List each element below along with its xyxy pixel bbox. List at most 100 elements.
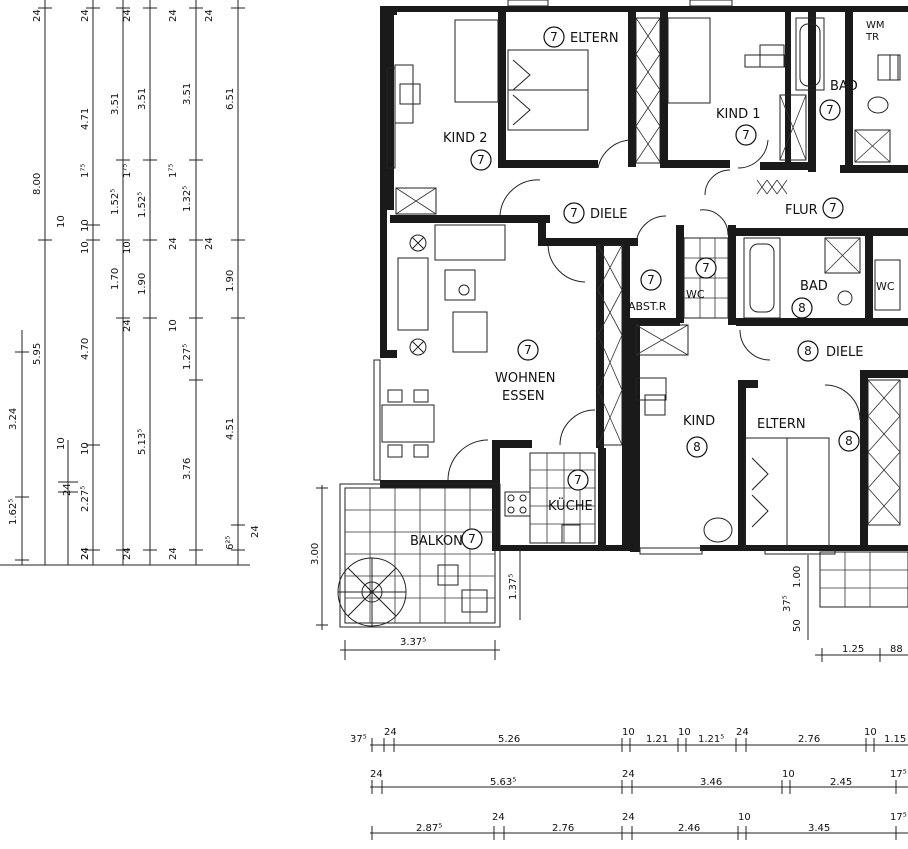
- dim-left-5-b: 1.52⁵: [110, 189, 121, 215]
- dim-b2-2: 5.63⁵: [490, 777, 516, 788]
- num-eltern8: 8: [845, 434, 853, 448]
- dim-top-6: 1⁷⁵: [122, 164, 133, 178]
- dim-top-4: 24: [168, 9, 179, 22]
- bottom-dimension-lines: 37⁵ 24 5.26 10 1.21 10 1.21⁵ 24 2.76 10 …: [350, 727, 908, 840]
- dim-left-5-a: 3.51: [110, 93, 121, 115]
- dim-left-8-c: 4.51: [225, 418, 236, 440]
- dim-right-b: 50: [792, 619, 803, 632]
- dim-top-7: 1⁷⁵: [168, 164, 179, 178]
- dim-bot-24a: 24: [80, 547, 91, 560]
- label-kind8: KIND: [683, 414, 715, 429]
- dim-left-5-c: 1.70: [110, 268, 121, 290]
- dim-b3-8: 17⁵: [890, 812, 907, 823]
- num-flur7: 7: [829, 201, 837, 215]
- dim-b1-11: 1.15: [884, 734, 906, 745]
- dim-left-8-e: 24: [250, 525, 261, 538]
- dim-b2-7: 17⁵: [890, 769, 907, 780]
- dim-left-8-b: 1.90: [225, 270, 236, 292]
- dim-left-6-d: 3.76: [182, 458, 193, 480]
- dim-balcony-depth: 1.37⁵: [508, 574, 519, 600]
- label-diele7: DIELE: [590, 207, 628, 222]
- dim-top-2: 24: [80, 9, 91, 22]
- room-labels: KIND 2 7 7 ELTERN KIND 1 7 BAD 7 WM TR 7…: [410, 20, 895, 550]
- num-wohnen7: 7: [524, 343, 532, 357]
- num-eltern7: 7: [550, 30, 558, 44]
- dim-b1-10: 10: [864, 727, 877, 738]
- walls: [380, 6, 908, 552]
- label-wm: WM: [866, 20, 885, 31]
- dim-b2-4: 3.46: [700, 777, 722, 788]
- label-eltern7: ELTERN: [570, 31, 619, 46]
- label-kind2: KIND 2: [443, 131, 488, 146]
- num-kueche7: 7: [574, 473, 582, 487]
- dim-left-2-a: 8.00: [32, 173, 43, 195]
- dim-left-6-c: 1.90: [137, 273, 148, 295]
- label-bad8: BAD: [800, 279, 828, 294]
- dim-left-7-c: 1.27⁵: [182, 344, 193, 370]
- dim-left-3-a: 10: [56, 437, 67, 450]
- dim-b1-7: 1.21⁵: [698, 734, 724, 745]
- dim-mid-24c: 24: [204, 237, 215, 250]
- dim-right-c: 37⁵: [782, 595, 793, 612]
- dim-b1-6: 10: [678, 727, 691, 738]
- dim-mid-10c: 10: [122, 241, 133, 254]
- label-abst7: ABST.R: [628, 300, 667, 313]
- label-flur7: FLUR: [785, 203, 818, 218]
- balcony: 3.37⁵ 3.00 1.37⁵: [310, 483, 521, 660]
- label-wc8: WC: [876, 280, 895, 293]
- label-eltern8: ELTERN: [757, 417, 806, 432]
- dim-top-5: 1⁷⁵: [80, 164, 91, 178]
- dim-left-1-b: 3.24: [8, 408, 19, 430]
- dim-b3-1: 2.87⁵: [416, 823, 442, 834]
- label-wohnen7: WOHNEN: [495, 371, 556, 386]
- dim-b1-8: 24: [736, 727, 749, 738]
- num-kind1: 7: [742, 128, 750, 142]
- dim-left-6-b: 1.52⁵: [137, 192, 148, 218]
- num-kind2: 7: [477, 153, 485, 167]
- dim-b2-3: 24: [622, 769, 635, 780]
- dim-balcony-height: 3.00: [310, 543, 321, 565]
- dim-left-7-a: 3.51: [182, 83, 193, 105]
- dim-b2-6: 2.45: [830, 777, 852, 788]
- num-balkon7: 7: [468, 532, 476, 546]
- dim-right-d: 1.25: [842, 644, 864, 655]
- dim-mid-24d: 24: [62, 483, 73, 496]
- doors: [447, 139, 861, 481]
- dim-b3-2: 24: [492, 812, 505, 823]
- dim-bot-24b: 24: [122, 547, 133, 560]
- dim-mid-10d: 10: [56, 215, 67, 228]
- dim-b3-7: 3.45: [808, 823, 830, 834]
- label-tr: TR: [865, 32, 879, 43]
- num-bad7: 7: [826, 103, 834, 117]
- dim-right-a: 1.00: [792, 566, 803, 588]
- label-kind1: KIND 1: [716, 107, 761, 122]
- dim-b3-3: 2.76: [552, 823, 574, 834]
- dim-left-3-b: 2.27⁵: [80, 486, 91, 512]
- dim-left-4-b: 10: [80, 219, 91, 232]
- dim-b1-3: 5.26: [498, 734, 520, 745]
- num-kind8: 8: [693, 440, 701, 454]
- num-diele7: 7: [570, 206, 578, 220]
- dim-top-8: 24: [204, 9, 215, 22]
- num-bad8: 8: [798, 301, 806, 315]
- dim-mid-24b: 24: [168, 237, 179, 250]
- left-dimension-lines: 1.62⁵ 3.24 8.00 5.95 10 2.27⁵ 24 4.71 10…: [0, 0, 261, 566]
- dim-b1-2: 24: [384, 727, 397, 738]
- dim-mid-10b: 10: [80, 241, 91, 254]
- dim-b3-6: 10: [738, 812, 751, 823]
- furniture: [381, 17, 901, 549]
- dim-left-4-c: 4.70: [80, 338, 91, 360]
- windows: [373, 0, 836, 555]
- dim-left-5-d: 5.13⁵: [137, 429, 148, 455]
- dim-mid-10e: 10: [80, 442, 91, 455]
- label-kueche7: KÜCHE: [548, 497, 593, 514]
- flur-wardrobe: [756, 179, 788, 195]
- balcony-8: 1.00 50 37⁵ 1.25 88: [782, 551, 908, 662]
- num-wc7: 7: [702, 261, 710, 275]
- dim-right-e: 88: [890, 644, 903, 655]
- dim-b3-4: 24: [622, 812, 635, 823]
- dim-b1-5: 1.21: [646, 734, 668, 745]
- dim-left-1-a: 1.62⁵: [8, 499, 19, 525]
- dim-b2-5: 10: [782, 769, 795, 780]
